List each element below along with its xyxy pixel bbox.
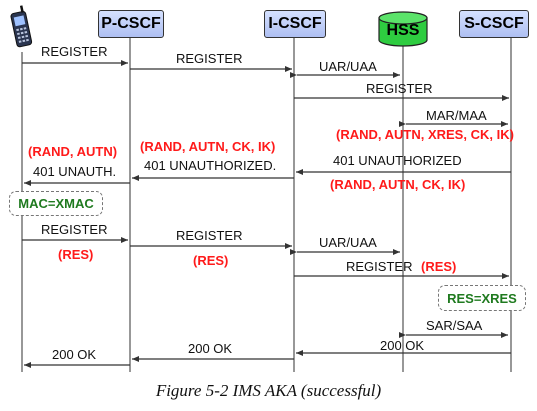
pcscf-401-params-label: (RAND, AUTN) (28, 144, 118, 159)
scscf-node: S-CSCF (459, 10, 529, 38)
sar-saa-label: SAR/SAA (426, 318, 483, 333)
scscf-401-label: 401 UNAUTHORIZED (333, 153, 462, 168)
pcscf-register-1-label: REGISTER (176, 51, 243, 66)
pcscf-node-label: P-CSCF (101, 15, 161, 32)
scscf-res-check-note: RES=XRES (438, 285, 526, 311)
mobile-phone-icon (10, 5, 33, 48)
icscf-401-params-label: (RAND, AUTN, CK, IK) (140, 139, 276, 154)
ue-mac-check-label: MAC=XMAC (18, 196, 94, 211)
hss-database-icon (378, 11, 428, 47)
ue-mac-check-note: MAC=XMAC (9, 191, 103, 216)
uar-uaa-2-label: UAR/UAA (319, 235, 377, 250)
icscf-node: I-CSCF (264, 10, 326, 38)
hss-node-label: HSS (386, 22, 420, 39)
icscf-401-label: 401 UNAUTHORIZED. (144, 158, 277, 173)
uar-uaa-1-label: UAR/UAA (319, 59, 377, 74)
ue-register-2-label: REGISTER (41, 222, 108, 237)
mar-maa-label: MAR/MAA (426, 108, 487, 123)
pcscf-200-label: 200 OK (52, 347, 97, 362)
icscf-200-label: 200 OK (188, 341, 233, 356)
scscf-200-label: 200 OK (380, 338, 425, 353)
icscf-res-label: (RES) (421, 259, 457, 274)
pcscf-res-label: (RES) (193, 253, 229, 268)
scscf-auth-vector-label: (RAND, AUTN, XRES, CK, IK) (336, 127, 514, 142)
scscf-res-check-label: RES=XRES (447, 290, 517, 306)
icscf-register-1-label: REGISTER (366, 81, 433, 96)
pcscf-401-label: 401 UNAUTH. (33, 164, 117, 179)
pcscf-node: P-CSCF (98, 10, 164, 38)
scscf-401-params-label: (RAND, AUTN, CK, IK) (330, 177, 466, 192)
pcscf-register-2-label: REGISTER (176, 228, 243, 243)
ue-register-1-label: REGISTER (41, 44, 108, 59)
icscf-node-label: I-CSCF (268, 15, 322, 32)
scscf-node-label: S-CSCF (464, 15, 524, 32)
icscf-register-2-label: REGISTER (346, 259, 413, 274)
ue-res-label: (RES) (58, 247, 94, 262)
figure-caption: Figure 5-2 IMS AKA (successful) (155, 381, 382, 400)
